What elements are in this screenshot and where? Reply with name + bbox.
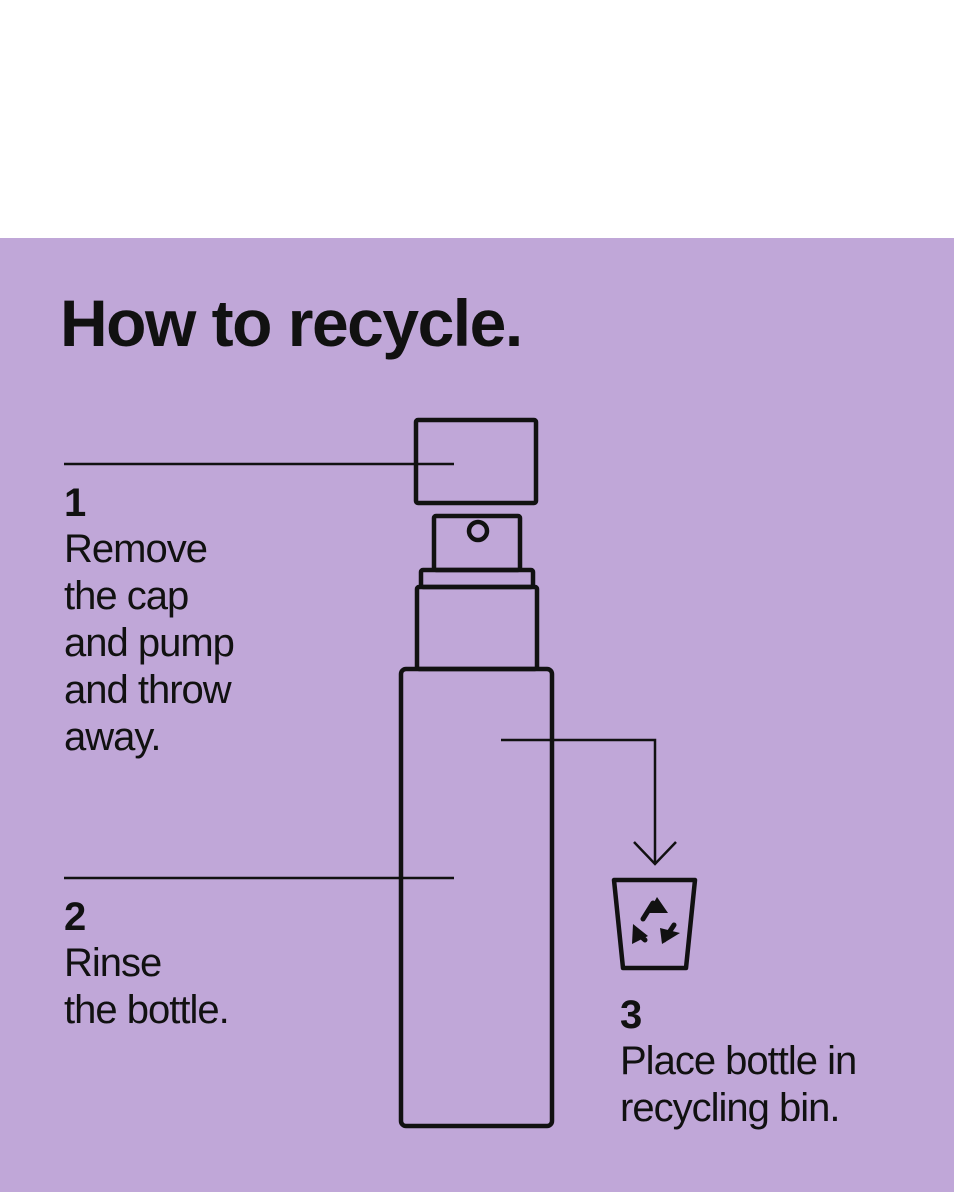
step-3-text: Place bottle in recycling bin. <box>620 1039 857 1130</box>
step-2: 2 Rinse the bottle. <box>64 894 230 1034</box>
step-1-number: 1 <box>64 481 86 525</box>
pump-nozzle <box>466 519 490 543</box>
step-3: 3 Place bottle in recycling bin. <box>620 992 857 1132</box>
recycling-bin-icon <box>611 877 698 971</box>
recycle-arrows-icon <box>632 897 680 944</box>
bottle-cap <box>413 417 539 506</box>
bottle-neck <box>414 584 540 672</box>
step-1: 1 Remove the cap and pump and throw away… <box>64 480 235 761</box>
step-1-text: Remove the cap and pump and throw away. <box>64 527 235 759</box>
bottle-body <box>398 666 555 1129</box>
step-2-text: Rinse the bottle. <box>64 941 230 1032</box>
pump-collar <box>418 567 536 590</box>
purple-panel <box>0 238 954 1192</box>
arrow-to-bin <box>501 738 677 866</box>
step-2-number: 2 <box>64 895 86 939</box>
page-title: How to recycle. <box>60 286 523 360</box>
step-3-number: 3 <box>620 993 642 1037</box>
bottle-illustration <box>398 417 555 1129</box>
